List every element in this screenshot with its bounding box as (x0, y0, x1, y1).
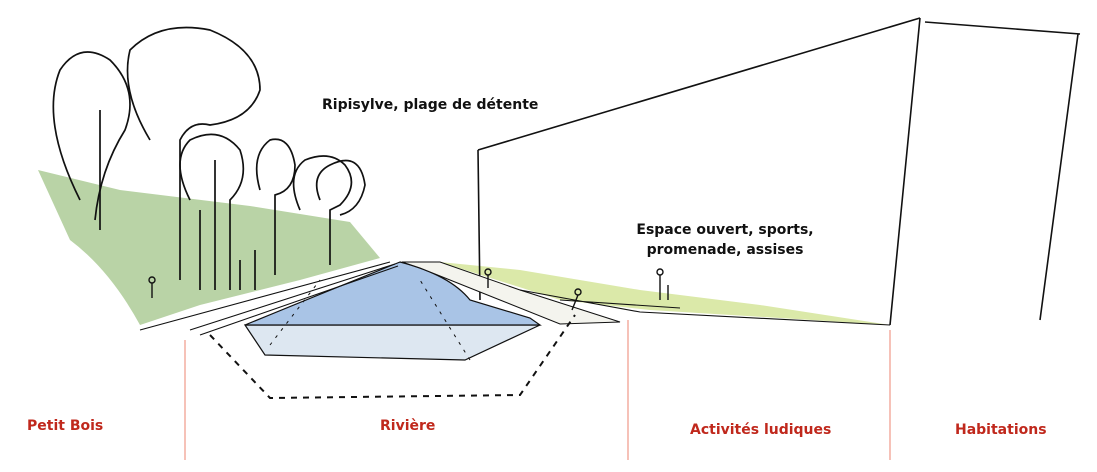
annotation-riparian: Ripisylve, plage de détente (322, 97, 539, 113)
wooded-bank (38, 170, 380, 325)
tree-sketches (52, 26, 366, 290)
channel-base (243, 324, 541, 361)
zone-label-habitations: Habitations (955, 422, 1047, 438)
ground-lines (139, 261, 891, 336)
annotation-open-space-line1: Espace ouvert, sports, (636, 222, 814, 238)
zone-dividers (184, 320, 891, 460)
dashed-channel (209, 314, 576, 400)
annotation-open-space: Espace ouvert, sports, promenade, assise… (625, 220, 825, 260)
annotation-open-space-line2: promenade, assises (646, 242, 804, 258)
lawn-slope (440, 262, 890, 325)
zone-label-riviere: Rivière (380, 418, 436, 434)
beach (401, 261, 621, 325)
zone-label-activites: Activités ludiques (690, 422, 832, 438)
river-water (244, 261, 542, 326)
zone-label-petit-bois: Petit Bois (27, 418, 104, 434)
building-outline (477, 17, 1081, 326)
people-figures (148, 268, 669, 311)
